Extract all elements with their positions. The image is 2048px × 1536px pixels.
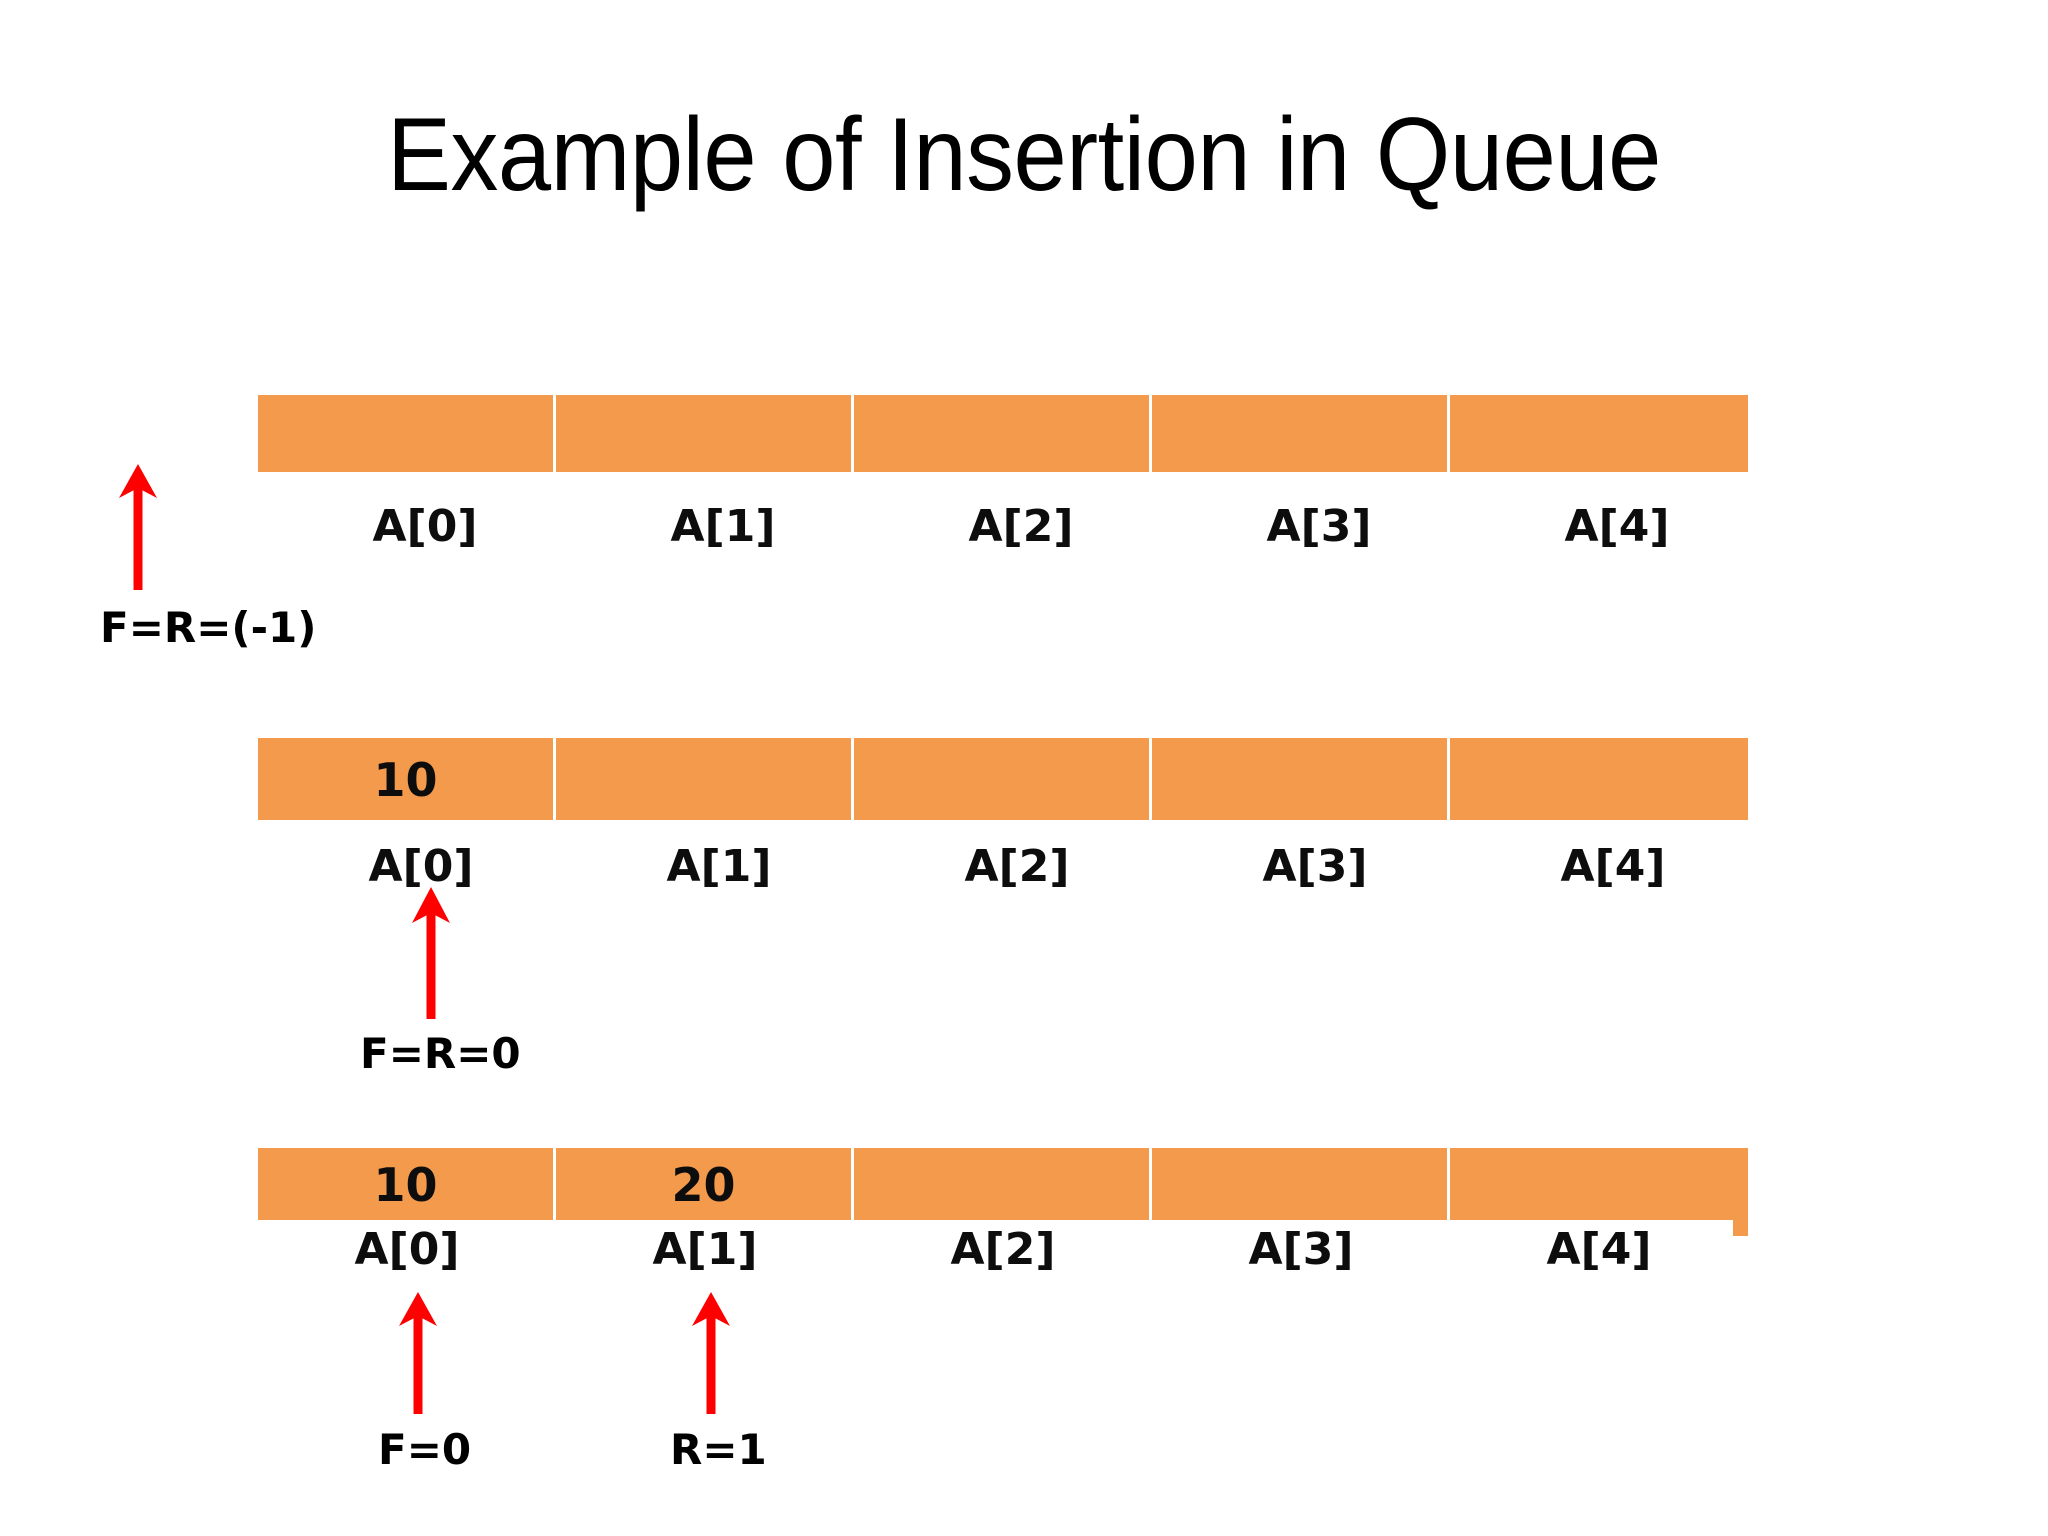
- cell-value: 10: [373, 753, 438, 807]
- index-label: A[1]: [652, 1224, 758, 1275]
- queue-cell: [1450, 738, 1748, 820]
- rear-pointer-label: R=1: [670, 1425, 767, 1474]
- index-label: A[0]: [368, 841, 474, 892]
- front-rear-pointer-arrow-after-first-insert: [403, 885, 459, 1021]
- queue-row-after-second-insert: 10 20: [258, 1148, 1748, 1220]
- index-label: A[0]: [354, 1224, 460, 1275]
- index-label: A[3]: [1262, 841, 1368, 892]
- index-label: A[1]: [666, 841, 772, 892]
- cell-value: 20: [671, 1158, 736, 1212]
- front-rear-pointer-label-initial: F=R=(-1): [100, 603, 317, 652]
- index-label: A[4]: [1546, 1224, 1652, 1275]
- front-rear-pointer-arrow-initial: [110, 462, 166, 592]
- queue-cell: [1152, 738, 1450, 820]
- index-label: A[1]: [670, 501, 776, 552]
- queue-cell: [854, 1148, 1152, 1220]
- queue-cell: [854, 738, 1152, 820]
- queue-cell: 20: [556, 1148, 854, 1220]
- queue-cell: [1450, 1148, 1748, 1220]
- index-label: A[2]: [968, 501, 1074, 552]
- queue-cell: [556, 395, 854, 472]
- index-label: A[3]: [1248, 1224, 1354, 1275]
- index-label: A[0]: [372, 501, 478, 552]
- index-label: A[4]: [1564, 501, 1670, 552]
- page-title: Example of Insertion in Queue: [387, 97, 1661, 213]
- front-pointer-arrow: [390, 1290, 446, 1416]
- queue-row-initial: [258, 395, 1748, 472]
- index-label: A[3]: [1266, 501, 1372, 552]
- queue-cell: [258, 395, 556, 472]
- index-label: A[4]: [1560, 841, 1666, 892]
- front-rear-pointer-label-after-first-insert: F=R=0: [360, 1029, 521, 1078]
- row-edge-notch: [1733, 1220, 1748, 1236]
- index-label: A[2]: [950, 1224, 1056, 1275]
- queue-cell: 10: [258, 1148, 556, 1220]
- rear-pointer-arrow: [683, 1290, 739, 1416]
- front-pointer-label: F=0: [378, 1425, 472, 1474]
- queue-cell: [1152, 395, 1450, 472]
- queue-cell: [1152, 1148, 1450, 1220]
- cell-value: 10: [373, 1158, 438, 1212]
- queue-cell: [1450, 395, 1748, 472]
- index-labels-row-after-second-insert: A[0] A[1] A[2] A[3] A[4]: [258, 1228, 1748, 1272]
- queue-cell: [854, 395, 1152, 472]
- index-labels-row-after-first-insert: A[0] A[1] A[2] A[3] A[4]: [272, 845, 1762, 889]
- queue-cell: [556, 738, 854, 820]
- queue-cell: 10: [258, 738, 556, 820]
- index-labels-row-initial: A[0] A[1] A[2] A[3] A[4]: [276, 505, 1766, 549]
- index-label: A[2]: [964, 841, 1070, 892]
- queue-row-after-first-insert: 10: [258, 738, 1748, 820]
